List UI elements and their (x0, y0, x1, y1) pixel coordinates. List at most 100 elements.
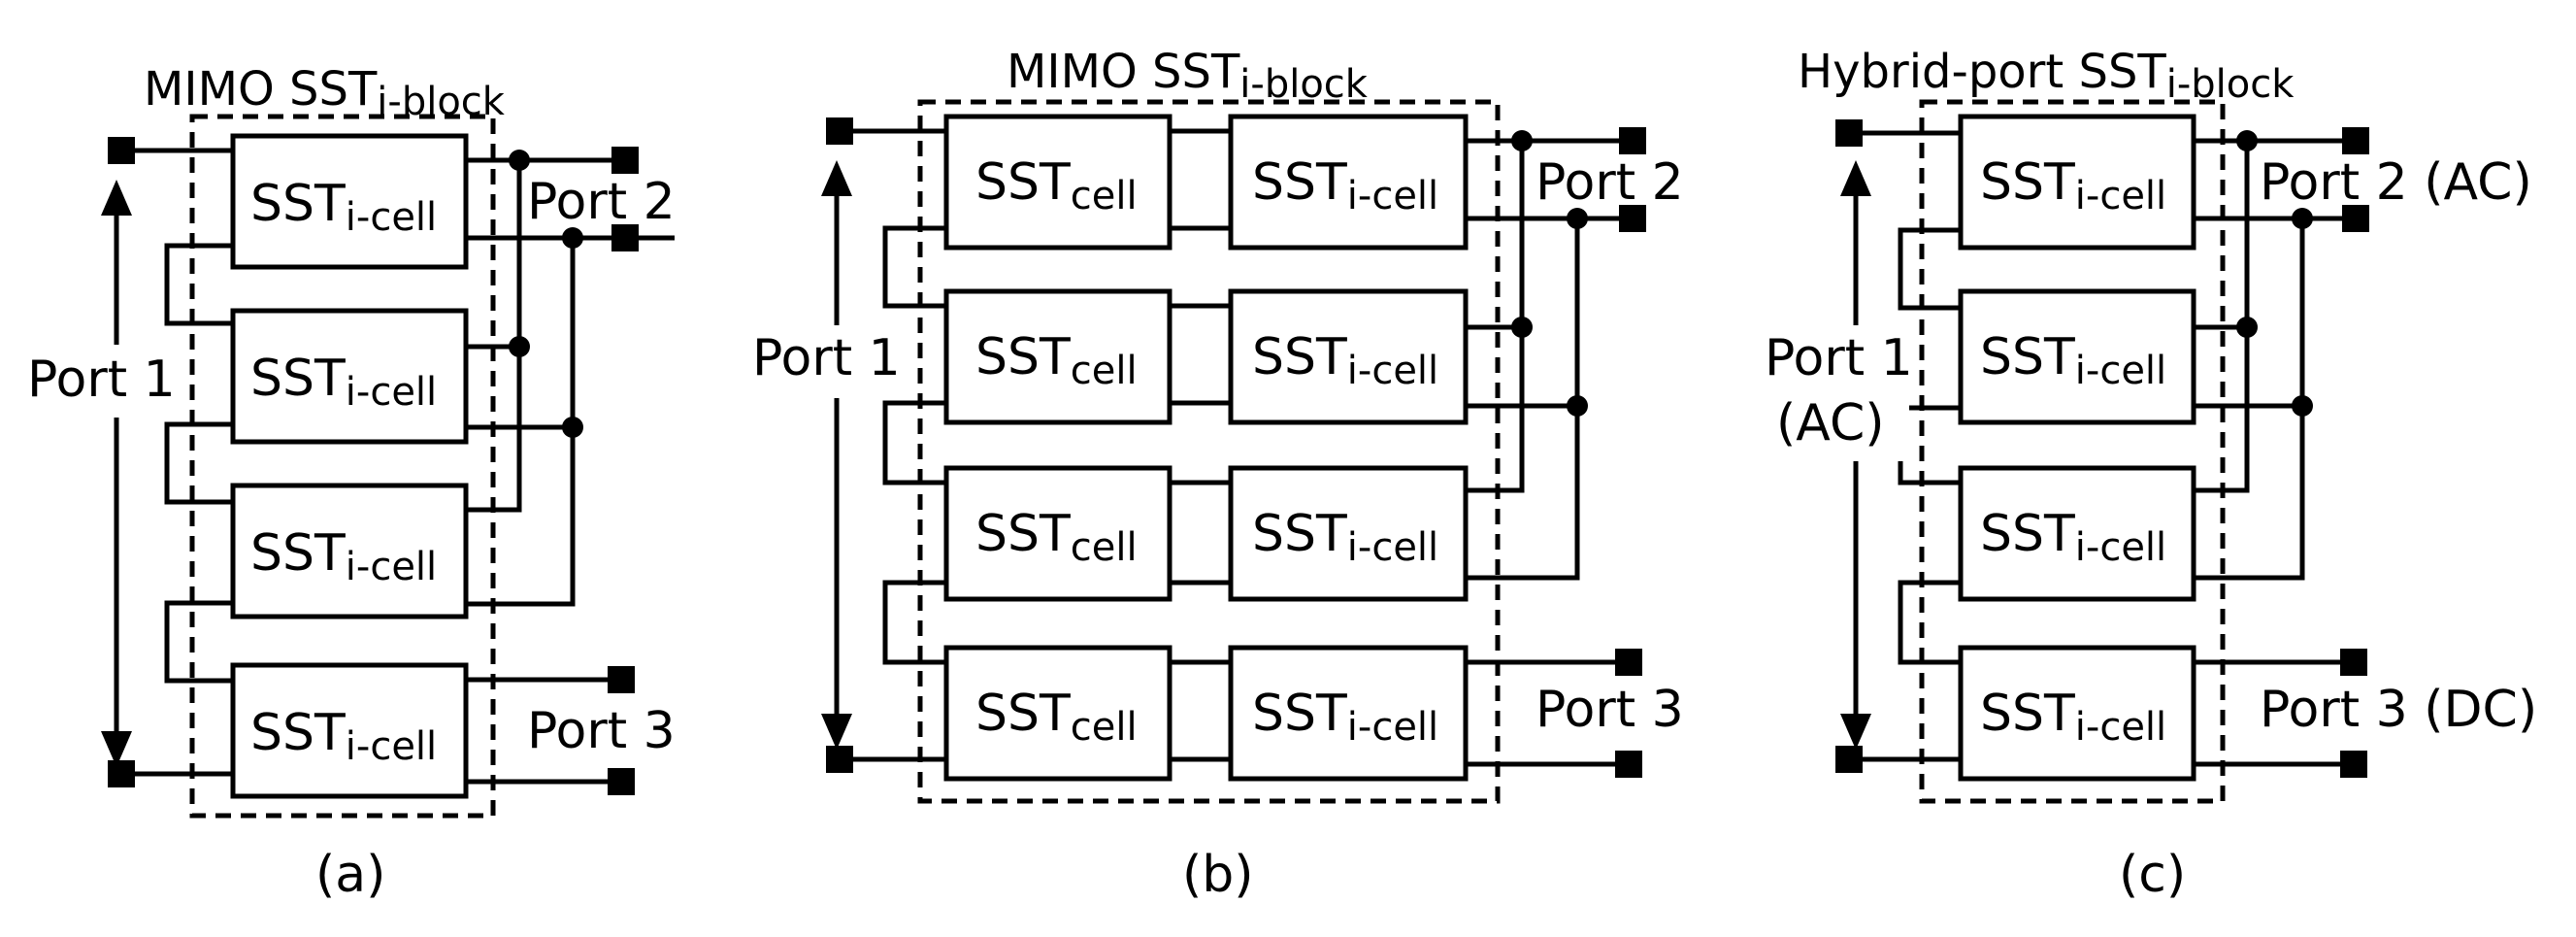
terminal (2340, 649, 2367, 676)
junction-node (1567, 395, 1588, 417)
port2-label-b: Port 2 (1536, 153, 1684, 212)
cell-label: SSTcell (975, 328, 1138, 393)
junction-node (2292, 208, 2313, 229)
junction-node (2236, 130, 2258, 151)
sst-cell-box (1958, 645, 2196, 782)
junction-node (1511, 317, 1533, 338)
junction-node (562, 417, 583, 438)
cell-label: SSTi-cell (1252, 328, 1438, 393)
figure-c: Hybrid-port SSTi-block SSTi-cell SSTi-ce… (1759, 45, 2537, 904)
series-link-3-a (164, 600, 233, 684)
cell-label: SSTi-cell (1980, 328, 2166, 393)
block-title-c: Hybrid-port SSTi-block (1798, 45, 2295, 107)
port2-bus-1-c (2194, 141, 2250, 493)
cell-label: SSTi-cell (1980, 685, 2166, 750)
port3-label-b: Port 3 (1536, 681, 1684, 739)
block-boundary-a (189, 114, 496, 819)
block-title-a: MIMO SSTi-block (144, 62, 506, 124)
port1-label-b: Port 1 (752, 329, 901, 387)
sst-cell-box (943, 288, 1172, 425)
terminal (1835, 746, 1863, 773)
port3-label-c: Port 3 (DC) (2260, 681, 2537, 739)
cell-label: SSTi-cell (1252, 505, 1438, 570)
sst-cell-box (1228, 465, 1469, 602)
terminal (1835, 119, 1863, 147)
port1-type-label-c: (AC) (1776, 394, 1885, 452)
series-link-1-b (882, 225, 946, 309)
junction-node (509, 336, 530, 357)
series-link-2-c (1898, 405, 1961, 485)
figure-a: MIMO SSTi-block SSTi-cell SSTi-cell SSTi… (19, 62, 676, 904)
stage-link-1-b (1170, 128, 1231, 231)
port2-bus-2-a (466, 238, 576, 607)
port2-bus-1-b (1466, 141, 1525, 493)
cell-label: SSTi-cell (1252, 685, 1438, 750)
cell-label: SSTi-cell (1980, 505, 2166, 570)
caption-b: (b) (1182, 846, 1254, 904)
series-link-1-c (1898, 227, 1961, 311)
sst-cell-box (230, 133, 469, 270)
arrow-head (101, 731, 132, 767)
terminal (611, 224, 639, 251)
cell-label: SSTcell (975, 685, 1138, 750)
terminal (108, 137, 135, 164)
terminal (2340, 751, 2367, 778)
caption-c: (c) (2119, 846, 2186, 904)
series-link-3-b (882, 580, 946, 665)
arrow-head (821, 160, 852, 196)
port2-bus-1-a (466, 160, 522, 513)
junction-node (509, 150, 530, 171)
stage-link-3-b (1170, 480, 1231, 586)
sst-cell-box (1958, 288, 2196, 425)
arrow-head (1840, 160, 1871, 196)
terminal (611, 147, 639, 174)
arrow-head (1840, 714, 1871, 750)
cell-label: SSTcell (975, 505, 1138, 570)
port3-label-a: Port 3 (527, 702, 676, 760)
terminal (2342, 205, 2369, 232)
sst-cell-box (230, 483, 469, 619)
junction-node (562, 227, 583, 249)
sst-cell-box (943, 465, 1172, 602)
terminal (826, 746, 853, 773)
junction-node (2236, 317, 2258, 338)
terminal (608, 768, 635, 795)
sst-cell-box (1958, 114, 2196, 251)
sst-cell-box (943, 645, 1172, 782)
sst-cell-box (230, 662, 469, 799)
port2-label-a: Port 2 (527, 173, 676, 231)
port2-label-c: Port 2 (AC) (2260, 153, 2532, 212)
port2-bus-2-c (2194, 218, 2305, 581)
cell-label: SSTi-cell (250, 524, 437, 589)
port1-label-c: Port 1 (1765, 329, 1913, 387)
series-link-2-b (882, 400, 946, 485)
cell-label: SSTi-cell (1980, 153, 2166, 218)
junction-node (1511, 130, 1533, 151)
arrow-head (101, 180, 132, 216)
junction-node (1567, 208, 1588, 229)
cell-label: SSTi-cell (250, 350, 437, 415)
cell-label: SSTi-cell (250, 704, 437, 769)
terminal (1619, 127, 1646, 154)
block-boundary-c (1919, 99, 2226, 804)
terminal (826, 117, 853, 145)
sst-cell-box (1958, 465, 2196, 602)
terminal (108, 760, 135, 787)
series-link-1-a (164, 243, 233, 326)
series-link-2-a (164, 421, 233, 505)
terminal (2342, 127, 2369, 154)
sst-cell-box (230, 308, 469, 445)
series-link-3-c (1898, 580, 1961, 665)
block-boundary-b (917, 99, 1501, 804)
block-title-b: MIMO SSTi-block (1007, 45, 1369, 107)
port2-bus-2-b (1466, 218, 1580, 581)
port1-label-bg-b (745, 325, 901, 398)
arrow-head (821, 714, 852, 750)
port1-label-bg-c (1759, 325, 1909, 461)
caption-a: (a) (315, 846, 385, 904)
port1-label-a: Port 1 (27, 351, 176, 409)
cell-label: SSTcell (975, 153, 1138, 218)
stage-link-2-b (1170, 303, 1231, 406)
cell-label: SSTi-cell (1252, 153, 1438, 218)
